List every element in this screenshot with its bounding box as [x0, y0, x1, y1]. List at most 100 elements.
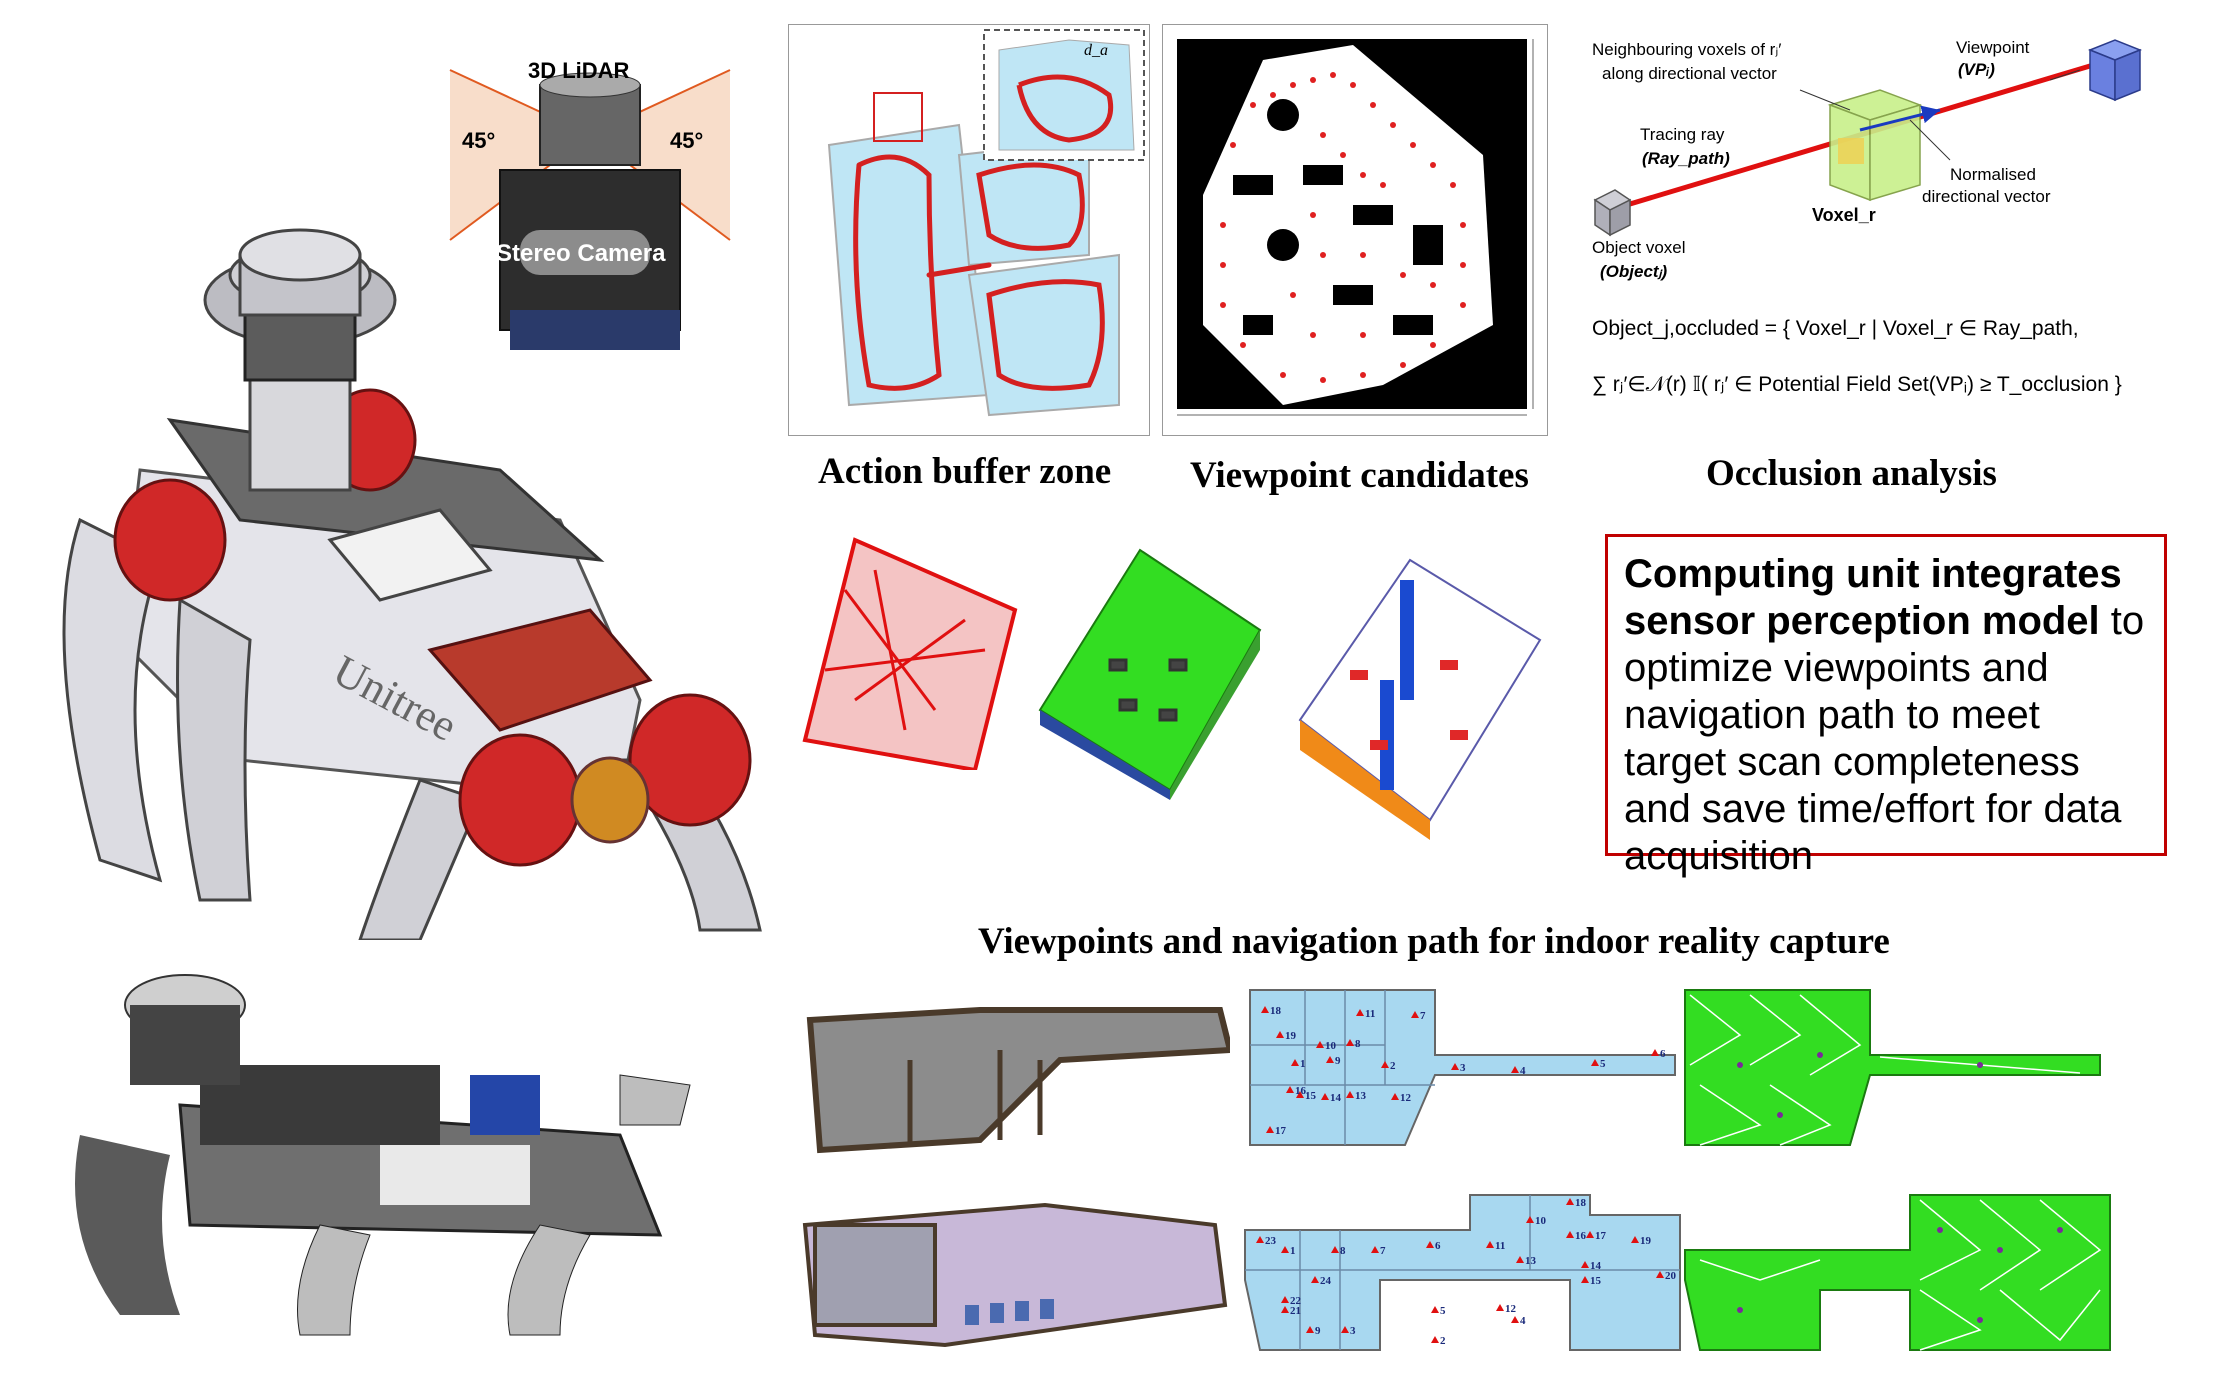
sensor-inset	[449, 69, 731, 350]
viewpoint-number: 2	[1390, 1060, 1396, 1072]
viewpoint-number: 19	[1285, 1030, 1297, 1042]
caption-action-buffer: Action buffer zone	[818, 451, 1112, 492]
viewpoint-number: 11	[1365, 1008, 1375, 1020]
viewpoint-marker	[1346, 1091, 1354, 1098]
viewpoint-marker	[1346, 1039, 1354, 1046]
floor2-visibility	[1684, 1194, 2111, 1351]
viewpoint-label: Viewpoint	[1956, 38, 2030, 57]
viewpoint-number: 10	[1535, 1215, 1547, 1227]
robot-render: Unitree	[62, 228, 762, 940]
viewpoint-number: 19	[1640, 1235, 1652, 1247]
camera-label: Stereo Camera	[496, 240, 666, 267]
viewpoint-candidates-panel	[1162, 24, 1548, 436]
viewpoint-marker	[1526, 1216, 1534, 1223]
neighbouring-label-1: Neighbouring voxels of rⱼ′	[1592, 40, 1782, 59]
viewpoint-marker	[1266, 1126, 1274, 1133]
voxel-label: Voxel_r	[1812, 205, 1876, 225]
viewpoint-number: 12	[1400, 1092, 1412, 1104]
viewpoint-marker	[1411, 1011, 1419, 1018]
formula-line-1: Object_j,occluded = { Voxel_r | Voxel_r …	[1592, 317, 2079, 340]
viewpoint-number: 14	[1330, 1092, 1342, 1104]
viewpoint-number: 5	[1600, 1058, 1606, 1070]
occlusion-diagram	[1593, 39, 2143, 237]
normalised-label-1: Normalised	[1950, 165, 2036, 184]
viewpoint-marker	[1381, 1061, 1389, 1068]
angle-right-label: 45°	[670, 128, 704, 153]
viewpoint-number: 12	[1505, 1303, 1517, 1315]
viewpoint-number: 2	[1440, 1335, 1446, 1347]
viewpoint-marker	[1291, 1059, 1299, 1066]
viewpoint-number: 11	[1495, 1240, 1505, 1252]
viewpoint-marker	[1331, 1246, 1339, 1253]
viewpoint-number: 9	[1315, 1325, 1321, 1337]
object-voxel-label-2: (Objectⱼ)	[1600, 262, 1668, 281]
viewpoint-number: 21	[1290, 1305, 1301, 1317]
viewpoint-marker	[1316, 1041, 1324, 1048]
viewpoint-number: 18	[1270, 1005, 1282, 1017]
viewpoint-number: 15	[1590, 1275, 1602, 1287]
viewpoint-marker	[1581, 1276, 1589, 1283]
viewpoint-marker	[1511, 1066, 1519, 1073]
computing-rest-text: to optimize viewpoints and navigation pa…	[1624, 599, 2145, 878]
viewpoint-marker	[1511, 1316, 1519, 1323]
viewpoint-marker	[1391, 1093, 1399, 1100]
viewpoint-marker	[1281, 1306, 1289, 1313]
viewpoint-number: 20	[1665, 1270, 1677, 1282]
viewpoint-marker	[1306, 1326, 1314, 1333]
viewpoint-number: 13	[1525, 1255, 1537, 1267]
computing-unit-box: Computing unit integrates sensor percept…	[1605, 534, 2167, 878]
viewpoint-marker	[1426, 1241, 1434, 1248]
viewpoint-symbol: (VPᵢ)	[1958, 60, 1995, 79]
lidar-label: 3D LiDAR	[528, 58, 630, 83]
viewpoint-marker	[1326, 1056, 1334, 1063]
floor2-3d-model	[802, 1202, 1228, 1348]
viewpoint-number: 22	[1290, 1295, 1302, 1307]
viewpoint-number: 7	[1380, 1245, 1386, 1257]
viewpoint-number: 8	[1355, 1038, 1361, 1050]
computing-bold-text: Computing unit integrates sensor percept…	[1624, 552, 2122, 643]
viewpoint-marker	[1321, 1093, 1329, 1100]
viewpoint-number: 13	[1355, 1090, 1367, 1102]
occupancy-model	[1298, 558, 1542, 840]
viewpoint-number: 3	[1350, 1325, 1356, 1337]
normalised-label-2: directional vector	[1922, 187, 2051, 206]
caption-viewpoint-candidates: Viewpoint candidates	[1190, 455, 1529, 496]
viewpoint-marker	[1281, 1246, 1289, 1253]
viewpoint-marker	[1341, 1326, 1349, 1333]
viewpoint-marker	[1581, 1261, 1589, 1268]
viewpoint-number: 23	[1265, 1235, 1277, 1247]
viewpoint-number: 16	[1575, 1230, 1587, 1242]
viewpoint-number: 5	[1440, 1305, 1446, 1317]
tracing-ray-symbol: (Ray_path)	[1642, 149, 1730, 168]
viewpoint-marker	[1431, 1336, 1439, 1343]
viewpoint-number: 4	[1520, 1315, 1526, 1327]
pointcloud-red	[802, 537, 1018, 770]
viewpoint-number: 16	[1295, 1085, 1307, 1097]
viewpoint-marker	[1431, 1306, 1439, 1313]
viewpoint-number: 1	[1290, 1245, 1296, 1257]
viewpoint-marker	[1566, 1231, 1574, 1238]
viewpoint-number: 14	[1590, 1260, 1602, 1272]
robot-photo	[75, 974, 691, 1336]
tracing-ray-label: Tracing ray	[1640, 125, 1725, 144]
viewpoint-number: 3	[1460, 1062, 1466, 1074]
viewpoint-marker	[1311, 1276, 1319, 1283]
viewpoint-number: 4	[1520, 1065, 1526, 1077]
viewpoint-marker	[1486, 1241, 1494, 1248]
viewpoint-marker	[1516, 1256, 1524, 1263]
caption-viewpoints-nav: Viewpoints and navigation path for indoo…	[978, 921, 1890, 962]
viewpoint-marker	[1286, 1086, 1294, 1093]
viewpoint-marker	[1586, 1231, 1594, 1238]
viewpoint-number: 9	[1335, 1055, 1341, 1067]
viewpoint-marker	[1451, 1063, 1459, 1070]
viewpoint-marker	[1371, 1246, 1379, 1253]
viewpoint-marker	[1256, 1236, 1264, 1243]
viewpoint-number: 18	[1575, 1197, 1587, 1209]
viewpoint-number: 6	[1660, 1048, 1666, 1060]
viewpoint-marker	[1261, 1006, 1269, 1013]
viewpoint-marker	[1651, 1049, 1659, 1056]
viewpoint-marker	[1631, 1236, 1639, 1243]
viewpoint-number: 1	[1300, 1058, 1306, 1070]
